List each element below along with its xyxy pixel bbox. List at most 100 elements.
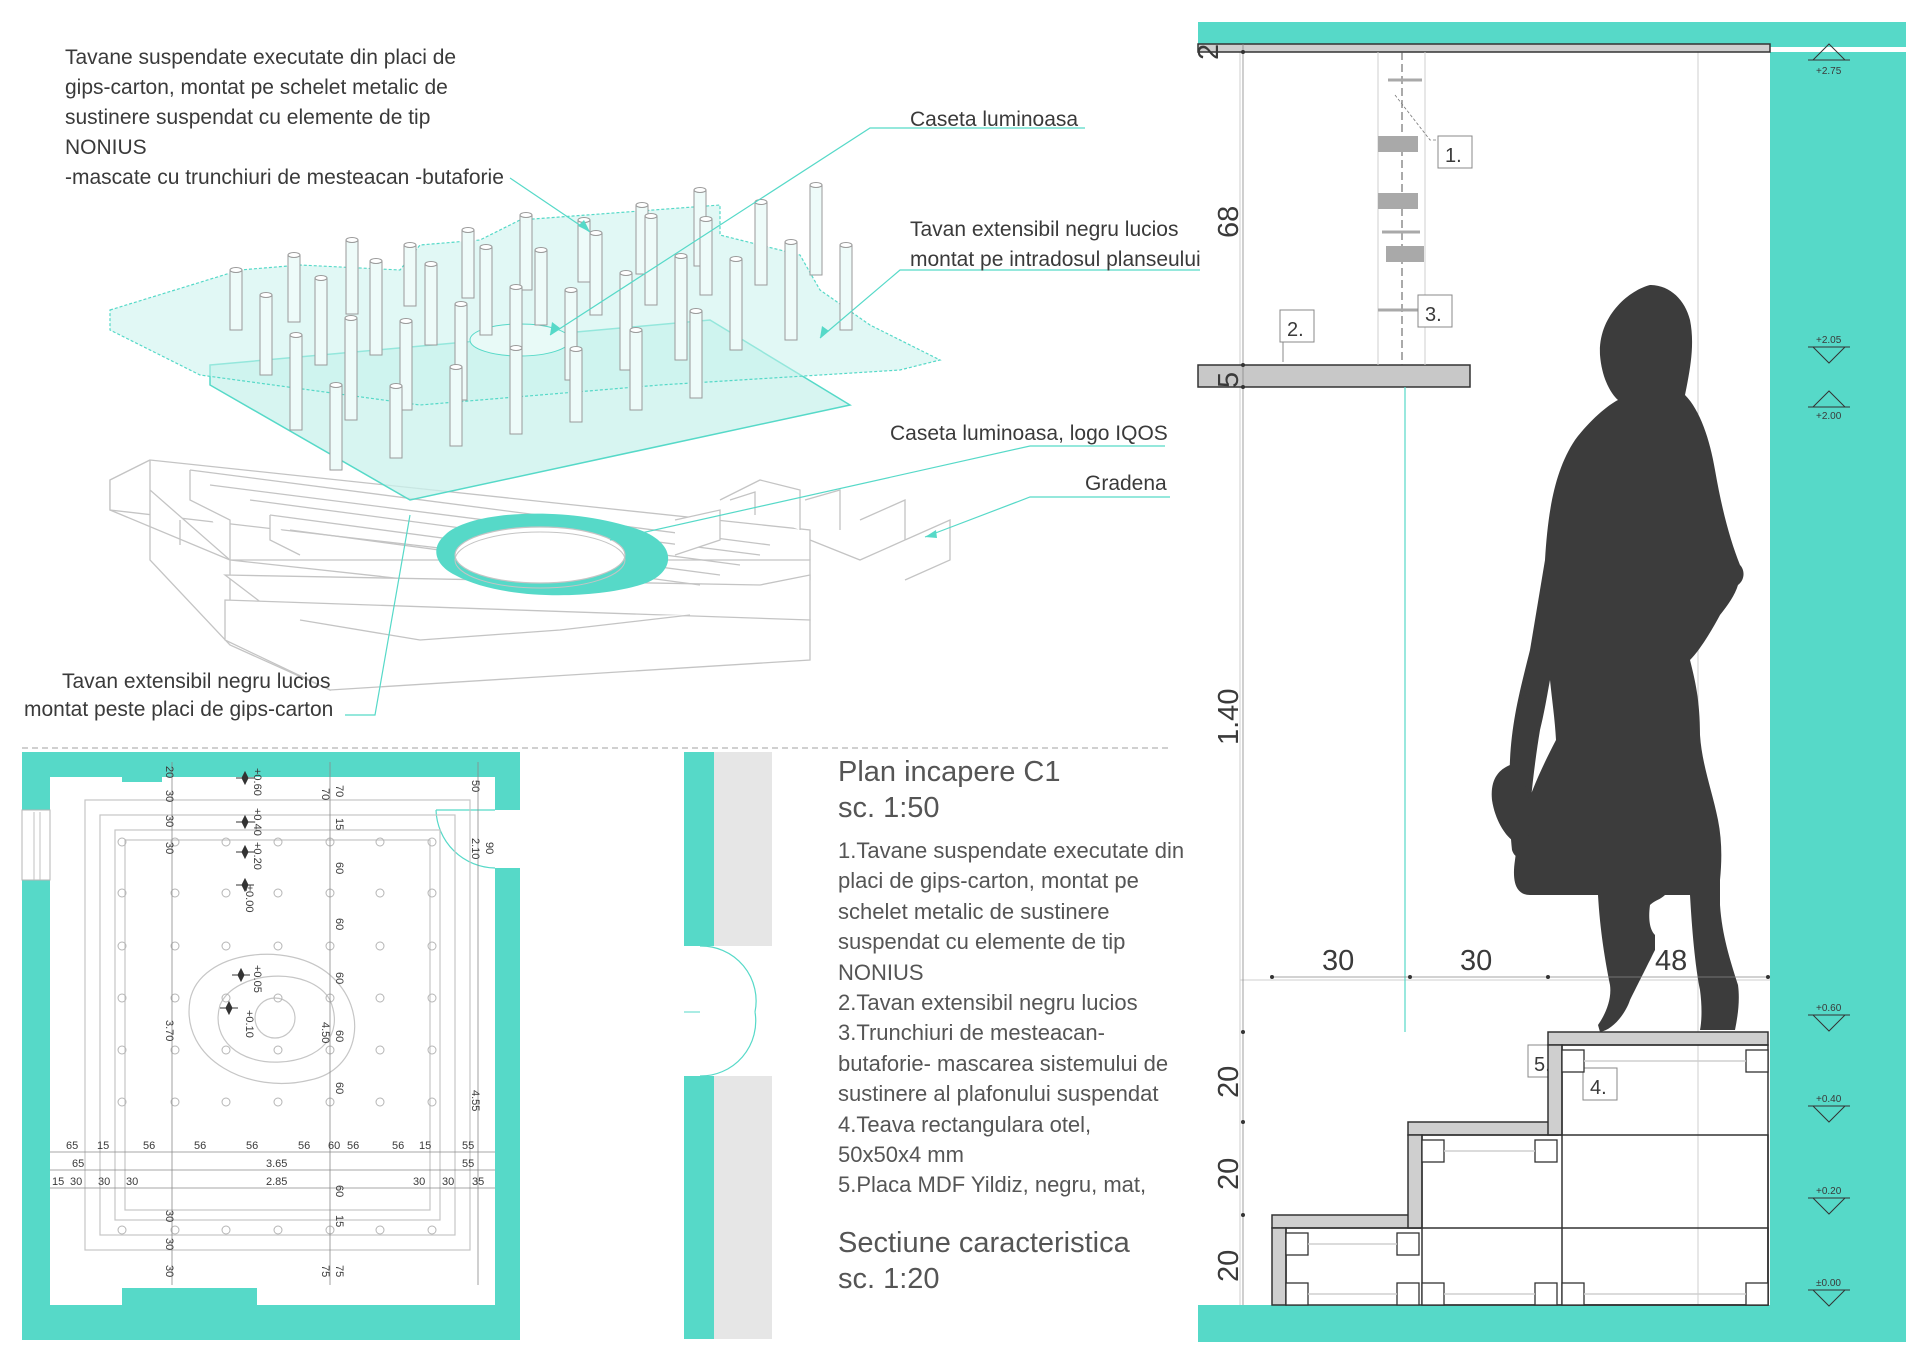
section-right-wall bbox=[1770, 52, 1906, 1342]
plan-row1-4: 56 bbox=[194, 1140, 206, 1152]
section-dim-h-3: 48 bbox=[1655, 945, 1687, 977]
note-line-3: schelet metalic de sustinere bbox=[838, 898, 1110, 924]
light-box-logo-label: Caseta luminoasa, logo IQOS bbox=[890, 422, 1168, 445]
section-level-2: +2.05 bbox=[1816, 335, 1842, 346]
middle-wall-elevation bbox=[684, 752, 774, 1339]
birch-trunk bbox=[329, 384, 343, 471]
section-floor bbox=[1198, 1305, 1906, 1342]
section-dim-v-2: 68 bbox=[1213, 206, 1245, 238]
plan-trunk-dot bbox=[221, 1045, 231, 1055]
plan-dimensions: 20 30 30 30 +0.60 +0.40 +0.20 ±0.00 +0.0… bbox=[52, 766, 495, 1277]
plan-trunk-dot bbox=[427, 837, 437, 847]
plan-trunk-dot bbox=[375, 941, 385, 951]
plan-dim-bottom-7: 60 bbox=[333, 1185, 345, 1197]
plan-trunk-dot bbox=[427, 1225, 437, 1235]
light-box-label: Caseta luminoasa bbox=[910, 108, 1078, 131]
callout-5: 5. bbox=[1534, 1054, 1551, 1076]
plan-row1-1: 65 bbox=[66, 1140, 78, 1152]
birch-trunk-cap bbox=[345, 237, 359, 243]
plan-dim-center-8: 60 bbox=[333, 1030, 345, 1042]
section-level-5: +0.40 bbox=[1816, 1094, 1842, 1105]
note-line-11: 50x50x4 mm bbox=[838, 1142, 964, 1168]
section-dim-v-5: 20 bbox=[1213, 1066, 1245, 1098]
birch-trunk-cap bbox=[461, 227, 475, 233]
birch-trunk-cap bbox=[259, 292, 273, 298]
birch-trunk bbox=[534, 249, 548, 326]
plan-trunk-dot bbox=[375, 1045, 385, 1055]
plan-trunk-dot bbox=[117, 993, 127, 1003]
plan-dim-bottom-2: 30 bbox=[163, 1238, 175, 1250]
iso-labels: Tavane suspendate executate din placi de… bbox=[24, 46, 1201, 721]
section-top-wall bbox=[1198, 22, 1906, 47]
plan-dim-center-4: 60 bbox=[333, 862, 345, 874]
plan-title: Plan incapere C1 bbox=[838, 756, 1061, 788]
plan-trunk-dot bbox=[117, 941, 127, 951]
plan-dim-center-9: 60 bbox=[333, 1082, 345, 1094]
isometric-view bbox=[109, 127, 1200, 716]
plan-trunk-dot bbox=[427, 1045, 437, 1055]
plan-dim-right-4: 4.55 bbox=[469, 1090, 481, 1111]
callout-4: 4. bbox=[1590, 1077, 1607, 1099]
plan-level-3: +0.20 bbox=[251, 842, 263, 870]
birch-trunk-cap bbox=[289, 332, 303, 338]
iqos-light-box bbox=[436, 513, 669, 596]
plan-dimension-lines bbox=[50, 762, 495, 1285]
plan-trunk-dot bbox=[221, 941, 231, 951]
birch-trunk bbox=[424, 263, 438, 346]
birch-trunk bbox=[344, 317, 358, 421]
birch-trunk bbox=[403, 244, 417, 307]
birch-trunk-cap bbox=[229, 267, 243, 273]
plan-dim-top-1: 20 bbox=[163, 766, 175, 778]
section-horizontal-dims: 30 30 48 bbox=[1270, 945, 1770, 979]
section-level-3: +2.00 bbox=[1816, 411, 1842, 422]
birch-trunk-cap bbox=[564, 287, 578, 293]
section-dim-v-6: 20 bbox=[1213, 1158, 1245, 1190]
iso-leader-lines bbox=[345, 127, 1200, 716]
plan-trunk-dot bbox=[273, 1097, 283, 1107]
birch-trunk-cap bbox=[589, 230, 603, 236]
plan-trunk-dot bbox=[170, 1045, 180, 1055]
plan-trunk-dot bbox=[170, 1097, 180, 1107]
birch-trunk bbox=[509, 347, 523, 435]
suspended-ceiling-label-1: Tavane suspendate executate din placi de bbox=[65, 46, 456, 69]
plan-level-2: +0.40 bbox=[251, 808, 263, 836]
birch-trunk-cap bbox=[449, 364, 463, 370]
stretch-ceiling-top-label-2: montat pe intradosul planseului bbox=[910, 248, 1201, 271]
section-level-4: +0.60 bbox=[1816, 1003, 1842, 1014]
note-line-6: 2.Tavan extensibil negru lucios bbox=[838, 990, 1138, 1016]
notes-panel: Plan incapere C1 sc. 1:50 1.Tavane suspe… bbox=[838, 754, 1198, 1297]
birch-trunk-cap bbox=[839, 242, 853, 248]
plan-dim-center-7: 4.50 bbox=[319, 1022, 331, 1043]
birch-trunk-cap bbox=[454, 301, 468, 307]
birch-trunk-cap bbox=[479, 244, 493, 250]
suspended-ceiling-label-4: NONIUS bbox=[65, 136, 147, 159]
birch-trunk-cap bbox=[287, 252, 301, 258]
plan-row2-3: 55 bbox=[462, 1158, 474, 1170]
birch-trunk bbox=[314, 277, 328, 366]
birch-trunk bbox=[729, 258, 743, 351]
plan-trunk-dot bbox=[273, 1045, 283, 1055]
plan-trunk-dot bbox=[273, 837, 283, 847]
plan-scale: sc. 1:50 bbox=[838, 792, 940, 824]
plan-row1-7: 60 bbox=[328, 1140, 340, 1152]
plan-row3-3: 30 bbox=[98, 1176, 110, 1188]
plan-dim-center-2: 70 bbox=[319, 788, 331, 800]
note-line-4: suspendat cu elemente de tip bbox=[838, 929, 1126, 955]
birch-trunk-cap bbox=[509, 345, 523, 351]
note-line-8: butaforie- mascarea sistemului de bbox=[838, 1050, 1169, 1076]
plan-row1-5: 56 bbox=[246, 1140, 258, 1152]
birch-trunk bbox=[569, 348, 583, 423]
stretch-ceiling-top-label-1: Tavan extensibil negru lucios bbox=[910, 218, 1179, 241]
birch-trunk bbox=[345, 239, 359, 315]
plan-door-swing bbox=[435, 809, 496, 869]
birch-trunk bbox=[839, 244, 853, 331]
callout-1: 1. bbox=[1445, 145, 1462, 167]
birch-trunk-cap bbox=[329, 382, 343, 388]
plan-row3-7: 30 bbox=[442, 1176, 454, 1188]
plan-trunk-dot bbox=[170, 1225, 180, 1235]
plan-dim-top-4: 30 bbox=[163, 842, 175, 854]
plan-trunk-dot bbox=[117, 837, 127, 847]
plan-trunk-dot bbox=[375, 888, 385, 898]
plan-row1-8: 56 bbox=[347, 1140, 359, 1152]
